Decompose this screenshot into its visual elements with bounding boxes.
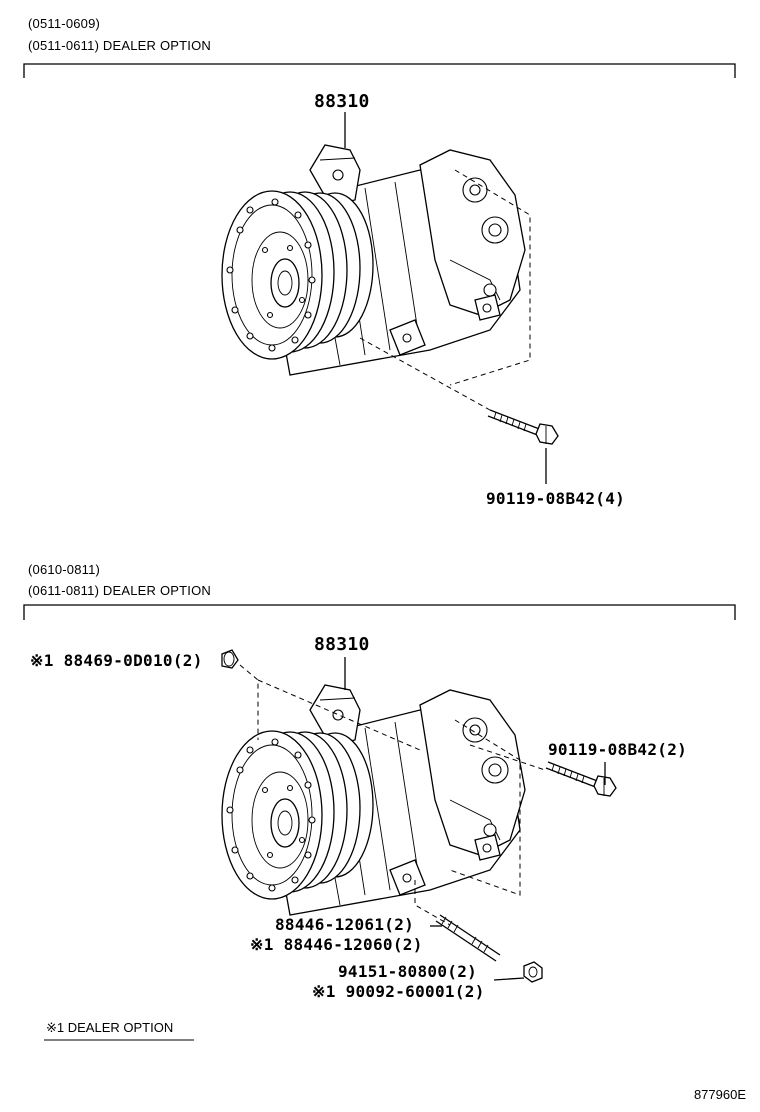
- nut-94151: [523, 961, 543, 983]
- section2-range-1: (0610-0811): [28, 562, 101, 577]
- label-nut-a: 94151-80800(2): [338, 962, 478, 981]
- compressor-88310-a: [221, 144, 526, 376]
- stud-88446: [435, 914, 501, 962]
- section1-range-1: (0511-0609): [28, 16, 101, 31]
- leader-nut: [493, 977, 525, 981]
- cap-to-body: [257, 679, 421, 751]
- mount-outline-a: [449, 169, 531, 386]
- section2-frame: [23, 604, 736, 620]
- diagram-code: 877960E: [693, 1087, 746, 1102]
- footnote: ※1 DEALER OPTION: [46, 1020, 174, 1035]
- bolt-axis-b: [469, 744, 546, 771]
- section1-frame: [23, 63, 736, 78]
- label-nut-b: ※1 90092-60001(2): [312, 982, 485, 1001]
- label-stud-a: 88446-12061(2): [275, 915, 415, 934]
- bolt-axis-a: [359, 337, 491, 411]
- cap-axis: [239, 664, 259, 740]
- label-bolt-b: 90119-08B42(2): [548, 740, 688, 759]
- label-cap: ※1 88469-0D010(2): [30, 651, 203, 670]
- cap-88469: [221, 649, 239, 669]
- section2-range-2: (0611-0811) DEALER OPTION: [28, 583, 211, 598]
- label-stud-b: ※1 88446-12060(2): [250, 935, 423, 954]
- label-bolt-a: 90119-08B42(4): [486, 489, 626, 508]
- section1-range-2: (0511-0611) DEALER OPTION: [28, 38, 211, 53]
- mount-outline-b: [449, 719, 521, 896]
- label-88310-a: 88310: [314, 91, 370, 112]
- label-88310-b: 88310: [314, 634, 370, 655]
- bolt-90119-a: [487, 409, 559, 445]
